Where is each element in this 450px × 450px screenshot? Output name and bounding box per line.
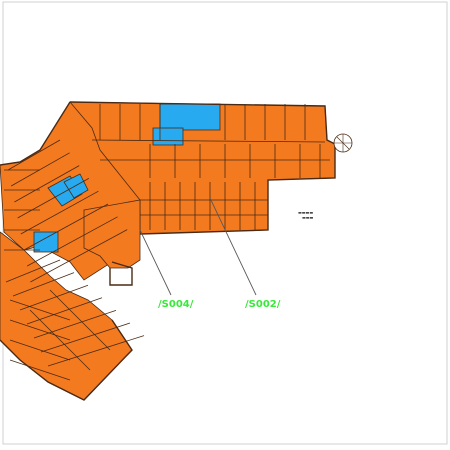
partition-line <box>9 339 71 361</box>
room-partitions <box>4 104 330 381</box>
partition-line <box>29 309 91 371</box>
spiral-stair <box>333 133 353 153</box>
special-room-north-2 <box>152 127 184 146</box>
callout-s002: /S002/ <box>245 299 281 310</box>
partition-line <box>33 310 117 339</box>
partition-line <box>9 299 71 321</box>
special-room-west-2 <box>63 173 89 199</box>
special-room-southwest <box>33 231 59 253</box>
partition-line <box>91 139 326 143</box>
partition-line <box>27 216 118 267</box>
partition-line <box>49 289 111 351</box>
partition-line <box>14 165 80 203</box>
callout-s004: /S004/ <box>158 299 194 310</box>
partition-line <box>23 203 109 251</box>
legend-note: ▬▬▬▬ ▬▬▬ <box>298 210 314 220</box>
partition-line <box>7 139 61 171</box>
partition-line <box>9 319 71 341</box>
partition-line <box>30 229 128 283</box>
partition-line <box>19 284 89 311</box>
center-core <box>83 199 141 269</box>
partition-line <box>5 259 61 283</box>
legend-line-1: ▬▬▬▬ <box>298 210 313 215</box>
callout-leaders <box>139 197 257 296</box>
partition-line <box>12 272 75 297</box>
partition-line <box>40 322 131 353</box>
leader-s004 <box>139 229 172 296</box>
leader-s002 <box>209 197 257 296</box>
partition-line <box>47 335 145 367</box>
special-room-north <box>159 103 221 131</box>
partition-line <box>9 359 71 381</box>
partition-line <box>11 152 70 187</box>
partition-line <box>17 178 89 219</box>
building-outline <box>0 101 336 401</box>
legend-line-2: ▬▬▬ <box>302 215 314 220</box>
partition-line <box>20 190 99 235</box>
sheet-border <box>2 1 448 445</box>
